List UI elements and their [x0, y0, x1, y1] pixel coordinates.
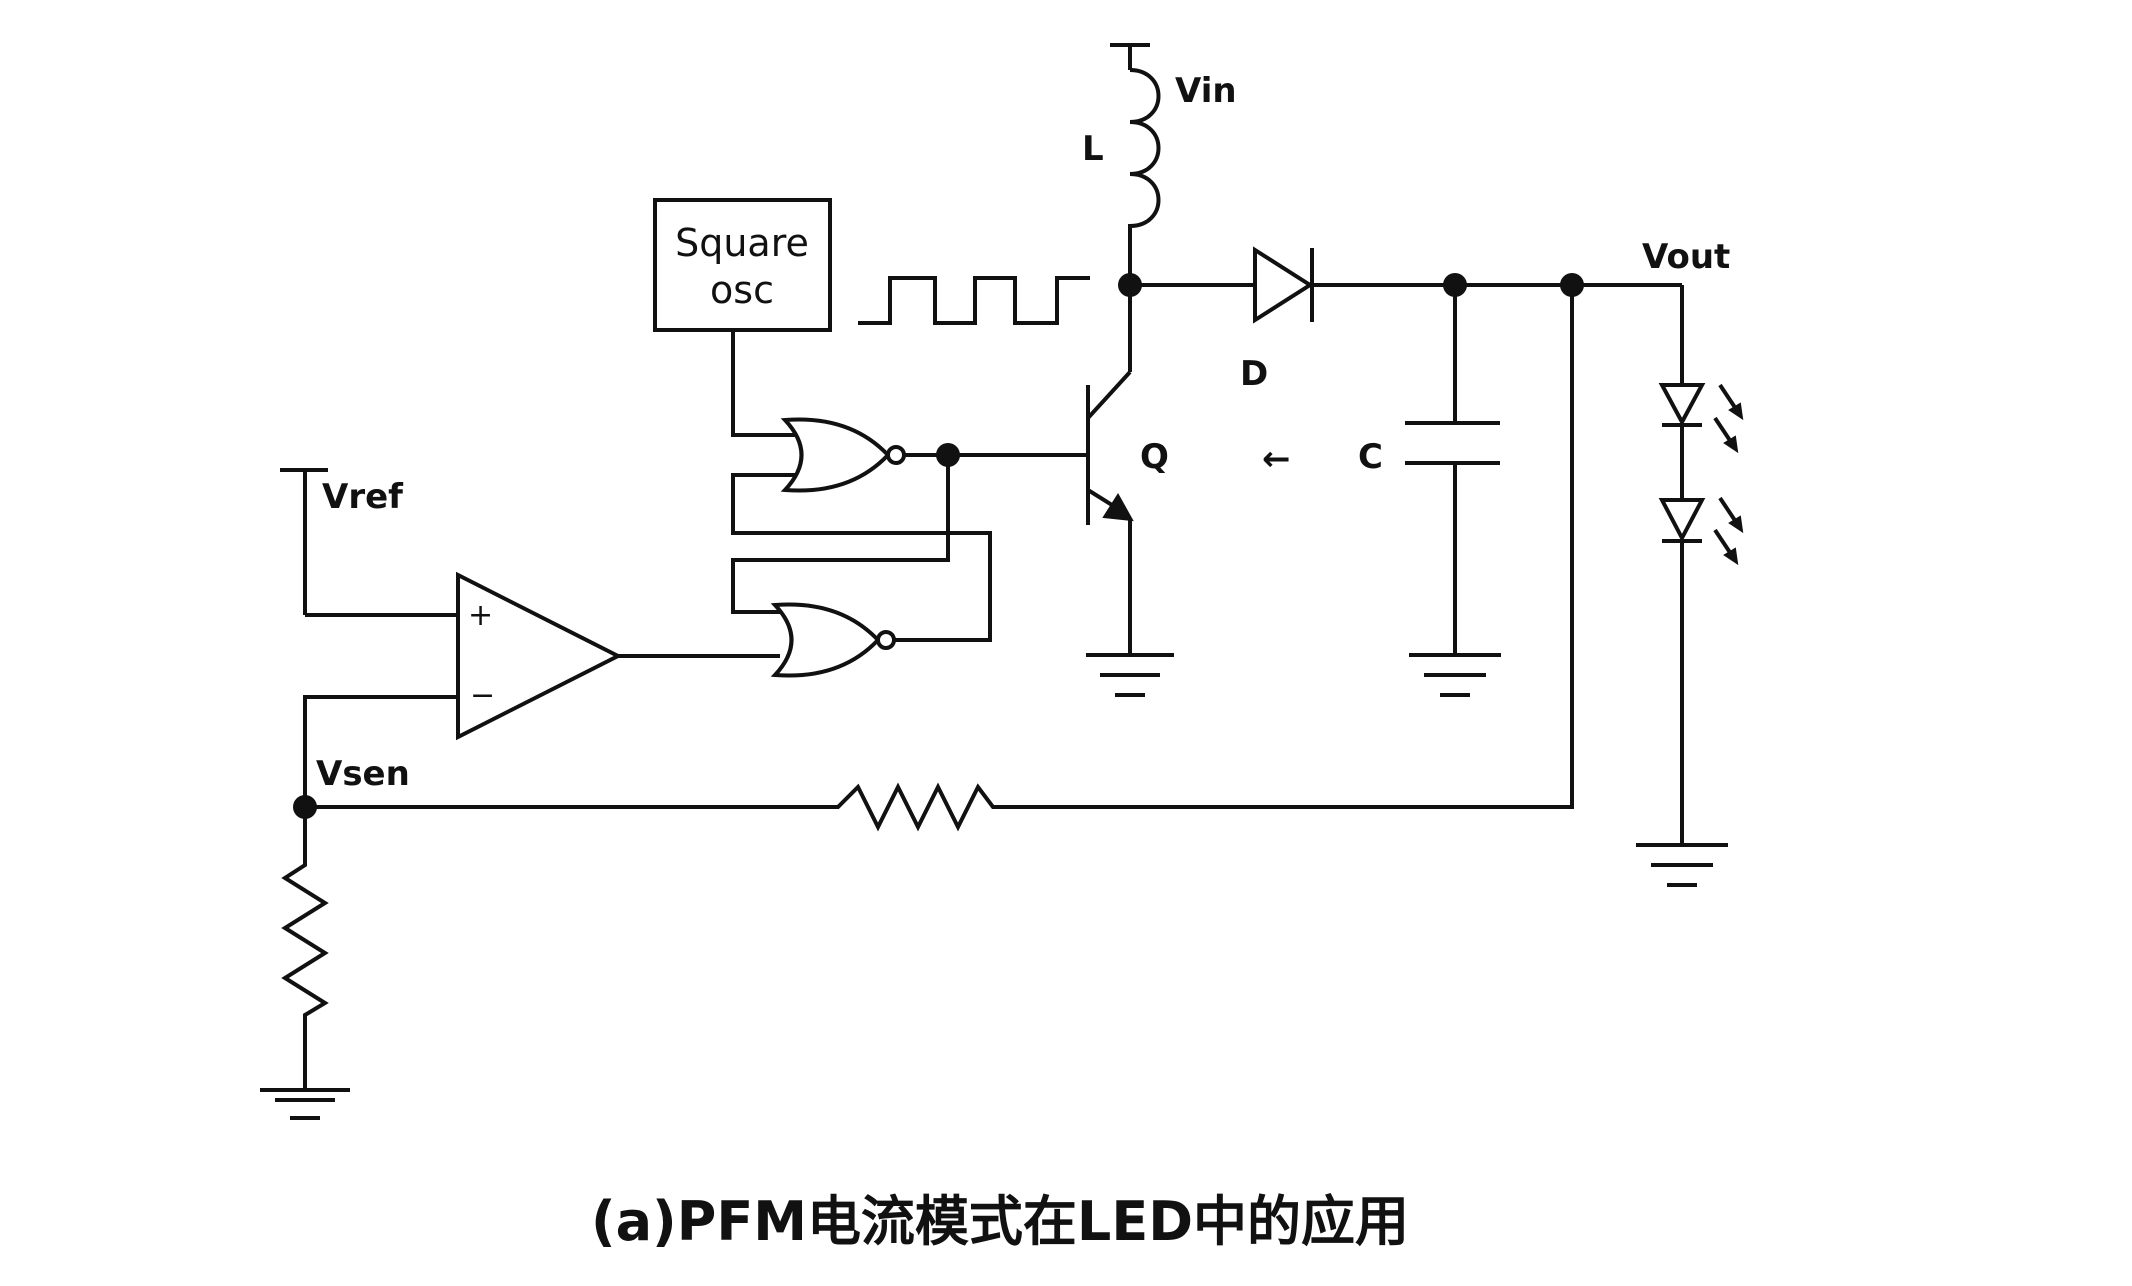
opamp-plus-label: + — [468, 598, 493, 633]
vsen-label: Vsen — [316, 754, 410, 794]
inductor-label: L — [1082, 129, 1104, 169]
vref-terminal — [280, 468, 328, 615]
transistor-q — [1086, 370, 1134, 525]
ground-sense — [260, 1088, 350, 1120]
ground-led — [1636, 843, 1728, 887]
ground-c — [1409, 653, 1501, 697]
vout-label: Vout — [1642, 237, 1730, 277]
wire-feedback — [305, 285, 1574, 832]
led-2 — [1658, 496, 1744, 566]
vin-terminal — [1110, 43, 1150, 70]
inductor-l — [1128, 68, 1161, 285]
transistor-label: Q — [1140, 437, 1169, 477]
square-osc-block — [653, 198, 832, 332]
opamp-comparator — [456, 571, 623, 741]
led-1 — [1658, 383, 1744, 454]
square-osc-line2: osc — [710, 268, 774, 312]
square-wave-symbol — [858, 276, 1090, 325]
wire-cross-feedback — [731, 455, 950, 614]
current-arrow: ← — [1262, 439, 1291, 479]
wire-vsen-minus — [303, 695, 458, 807]
sense-resistor — [281, 807, 329, 1090]
wire-osc-to-nor1 — [731, 330, 795, 437]
diode-label: D — [1240, 354, 1268, 394]
diode-d — [1253, 246, 1314, 324]
nor-gate-2 — [770, 602, 881, 678]
nor-gate-1-bubble — [886, 445, 906, 465]
nor-gate-1 — [780, 417, 891, 493]
ground-q — [1086, 653, 1174, 697]
opamp-minus-label: − — [470, 678, 495, 713]
square-osc-line1: Square — [675, 221, 809, 265]
vin-label: Vin — [1175, 71, 1237, 111]
capacitor-c — [1405, 421, 1500, 465]
wire-nor1-in2 — [731, 473, 992, 642]
capacitor-label: C — [1358, 437, 1383, 477]
figure-caption: (a)PFM电流模式在LED中的应用 — [591, 1190, 1409, 1253]
nor-gate-2-bubble — [876, 630, 896, 650]
vref-label: Vref — [322, 477, 404, 517]
